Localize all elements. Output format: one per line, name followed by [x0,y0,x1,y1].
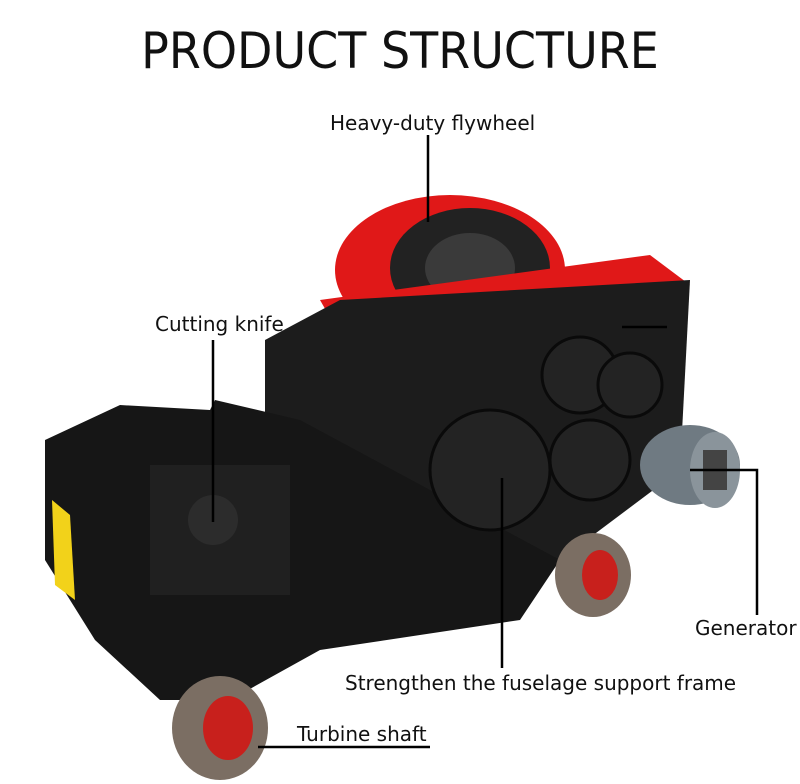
label-generator: Generator [695,616,797,640]
gear-covers [428,335,664,532]
page-title: PRODUCT STRUCTURE [141,22,659,80]
label-turbine-shaft: Turbine shaft [297,722,427,746]
label-flywheel: Heavy-duty flywheel [330,111,536,135]
label-support-frame: Strengthen the fuselage support frame [345,671,737,695]
leader-lines [211,135,759,749]
wheels [172,533,631,780]
label-cutting-knife: Cutting knife [155,312,284,336]
warning-label [52,500,75,600]
generator-motor [640,425,740,508]
